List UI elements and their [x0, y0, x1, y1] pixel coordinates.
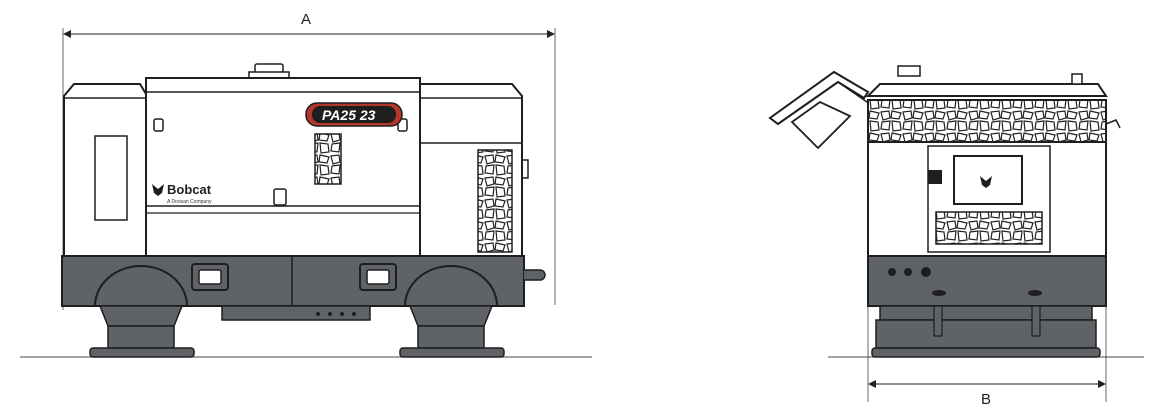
top-vent [248, 63, 290, 79]
dimension-b-label: B [981, 391, 991, 408]
base-port-2 [904, 268, 912, 276]
center-louver-panel [314, 133, 342, 185]
end-roof [865, 65, 1108, 97]
end-connector-icon [928, 170, 942, 184]
left-fender [93, 265, 189, 307]
right-louver-panel [477, 149, 513, 253]
fuel-tank [221, 305, 371, 321]
brand-name: Bobcat [167, 182, 212, 197]
right-end-cabinet [419, 83, 529, 257]
bobcat-head-icon [152, 184, 164, 196]
open-hood [768, 70, 871, 150]
end-panel [867, 141, 1107, 257]
bobcat-logo: Bobcat A Doosan Company [152, 182, 212, 205]
right-rear-hook-icon [1105, 119, 1121, 129]
right-foot [399, 305, 505, 358]
upper-louver-band [867, 99, 1107, 143]
left-latch-icon [153, 118, 164, 132]
fuel-cap-icon [273, 188, 287, 206]
base-port-3 [921, 267, 931, 277]
lower-louver-panel [935, 211, 1043, 245]
base-port-1 [888, 268, 896, 276]
end-view: B [768, 65, 1144, 408]
end-base [867, 255, 1107, 358]
side-handle-icon [522, 159, 529, 179]
dimension-a-label: A [301, 11, 311, 28]
bobcat-head-icon-end [980, 176, 992, 188]
model-badge-text: PA25 23 [322, 107, 376, 123]
right-fender [403, 265, 499, 307]
left-access-door [94, 135, 128, 221]
left-end-cabinet [63, 83, 147, 257]
side-view: A PA25 23 [20, 11, 592, 358]
dimension-b: B [867, 300, 1107, 408]
model-badge: PA25 23 [305, 102, 403, 127]
tow-hook-icon [524, 269, 546, 281]
brand-tagline: A Doosan Company [167, 199, 212, 205]
left-foot [89, 305, 195, 358]
